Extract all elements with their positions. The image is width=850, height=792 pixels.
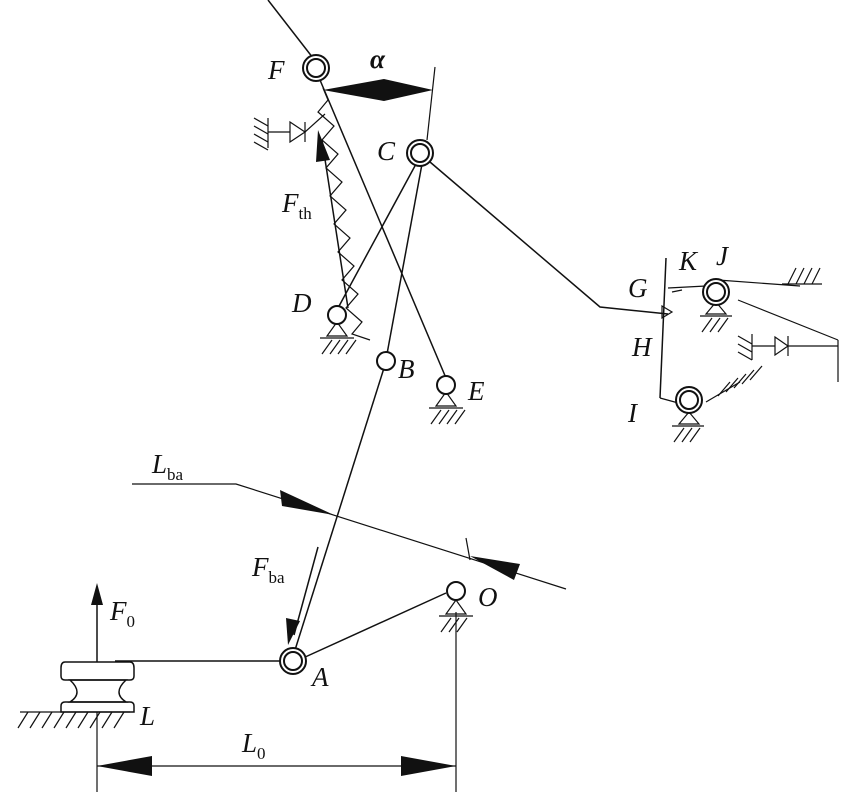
damper-stem-right (304, 113, 326, 133)
link-F-E (319, 79, 447, 379)
label-O: O (478, 582, 498, 612)
label-A: A (310, 662, 329, 692)
joint-F (302, 54, 330, 82)
force-Fba-line (293, 546, 319, 636)
label-L: L (139, 701, 155, 731)
label-Lba: Lba (151, 449, 184, 484)
label-G: G (628, 273, 648, 303)
catch-K (671, 289, 683, 293)
link-C-D (337, 163, 417, 309)
support-D (320, 320, 357, 355)
catch-H (661, 304, 674, 320)
joint-B (376, 351, 396, 371)
joint-A (279, 647, 307, 675)
dim-L0-arrow-right (401, 756, 456, 776)
alpha-arrow-left (323, 79, 384, 101)
damper-triangle (289, 120, 307, 144)
support-I (672, 411, 704, 443)
ground-L-hatch (17, 711, 125, 729)
label-E: E (467, 376, 485, 406)
label-D: D (291, 288, 312, 318)
label-Fth: Fth (281, 188, 312, 223)
support-E (429, 390, 466, 425)
contact-block-L (60, 661, 135, 713)
label-K: K (678, 246, 699, 276)
link-J-right (717, 279, 801, 287)
link-F-upper (267, 0, 314, 59)
link-B-A (294, 367, 385, 651)
label-F0: F0 (109, 596, 135, 631)
damper2-wall-hatch (737, 335, 753, 361)
joint-E (436, 375, 456, 395)
joint-O (446, 581, 466, 601)
joint-I (675, 386, 703, 414)
ground-J-hatch (787, 267, 821, 285)
ground-I-hatch (717, 365, 763, 397)
spring-zigzag (317, 87, 371, 341)
damper2-triangle (774, 335, 790, 357)
label-F: F (267, 55, 285, 85)
link-C-B (386, 163, 423, 355)
label-I: I (627, 398, 639, 428)
angle-reference-line (426, 66, 436, 141)
damper-wall-hatch (253, 117, 269, 151)
label-C: C (377, 136, 396, 166)
link-A-O (302, 592, 447, 659)
force-Fth-line (321, 139, 349, 309)
link-C-G (429, 161, 669, 315)
link-damper-right (737, 299, 839, 341)
force-Fth-arrowhead (316, 130, 330, 162)
joint-D (327, 305, 347, 325)
link-K-J (667, 285, 707, 289)
label-alpha: α (370, 44, 386, 74)
label-Fba: Fba (251, 552, 285, 587)
link-G-I (659, 257, 667, 399)
dim-Lba-arrow-left (280, 490, 334, 515)
dim-L0-arrow-left (97, 756, 152, 776)
alpha-arrow-right (384, 79, 433, 101)
support-J (700, 301, 732, 333)
label-L0: L0 (241, 728, 266, 763)
label-J: J (716, 241, 730, 271)
ground-I-line (705, 381, 741, 403)
dim-Lba-ext (465, 537, 471, 561)
label-H: H (631, 332, 653, 362)
joint-C (406, 139, 434, 167)
dim-Lba-line (132, 483, 567, 590)
joint-J (702, 278, 730, 306)
force-F0-arrowhead (91, 583, 103, 605)
label-B: B (398, 354, 415, 384)
force-Fba-arrowhead (286, 618, 300, 645)
dim-Lba-arrow-right (470, 556, 520, 580)
